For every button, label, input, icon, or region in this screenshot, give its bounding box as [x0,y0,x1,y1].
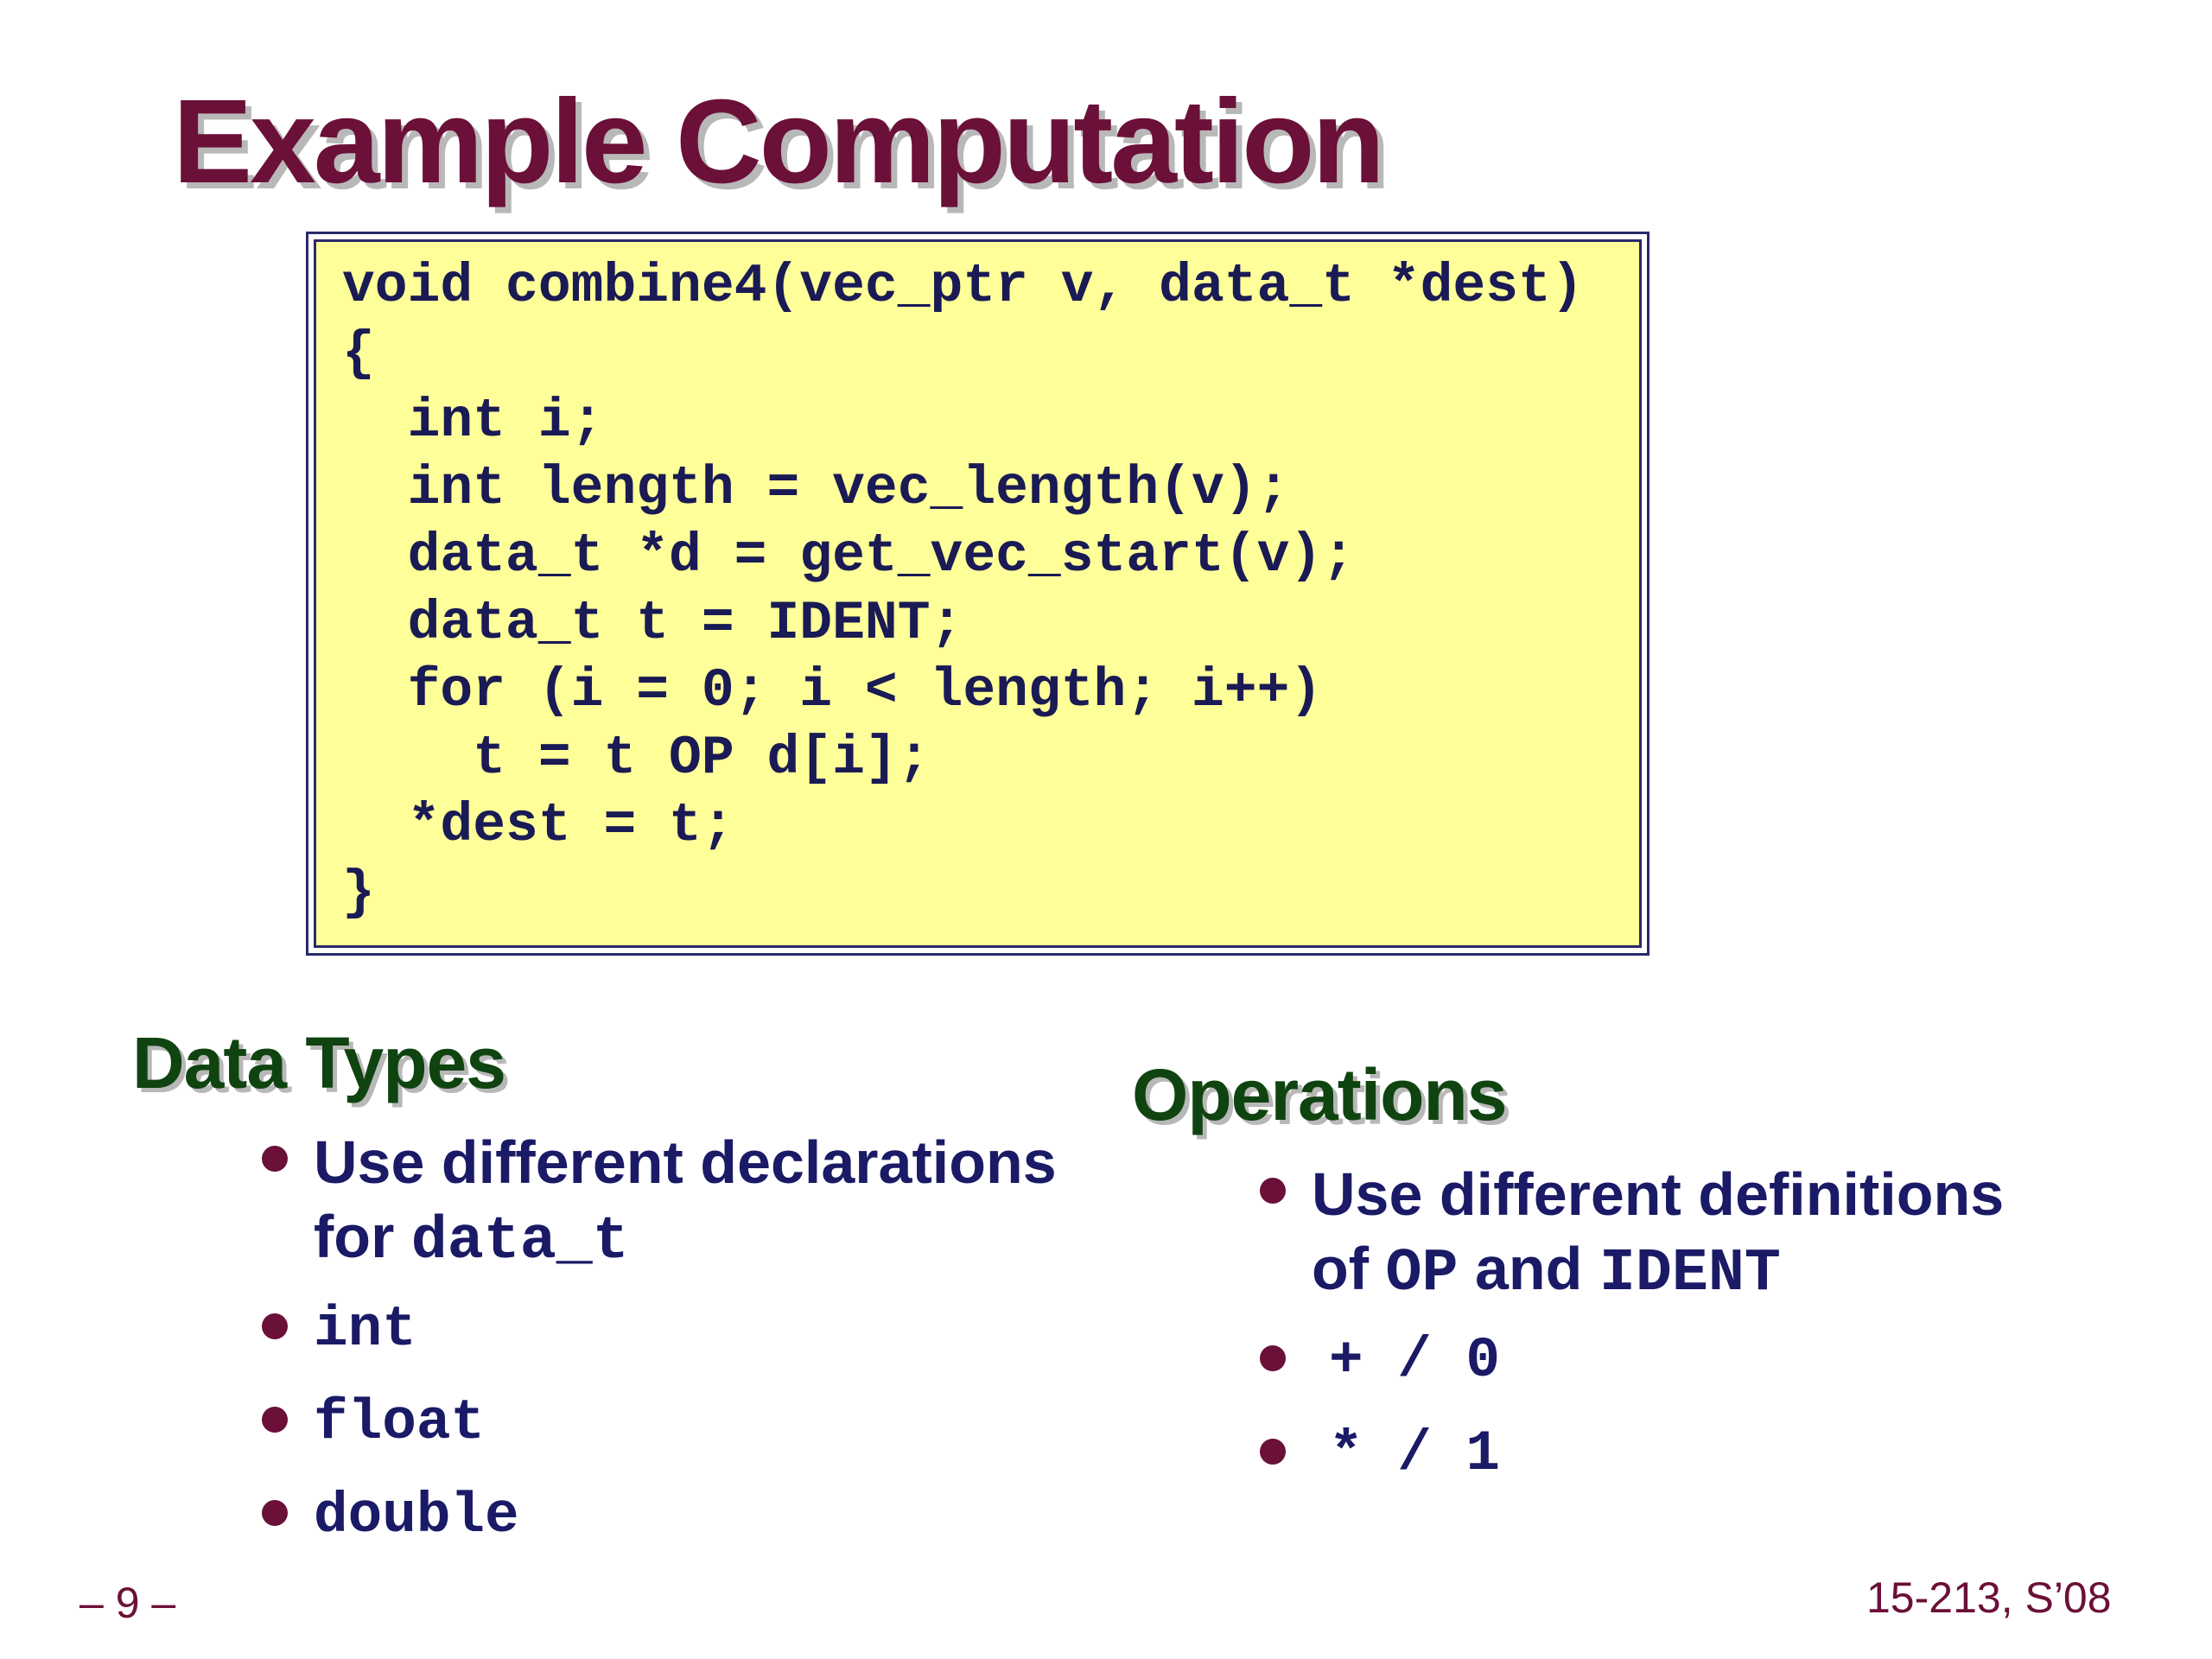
data-types-item-1-line-2: for data_t [314,1203,629,1276]
bullet-icon [262,1313,288,1339]
bullet-icon [262,1500,288,1526]
page-number: – 9 – [79,1579,176,1627]
data-types-item-float: float [314,1390,486,1455]
data-types-item-double: double [314,1484,519,1548]
code-block: void combine4(vec_ptr v, data_t *dest) {… [306,232,1649,956]
code-line: { [342,323,375,385]
operations-item-1: Use different definitions [1312,1160,2005,1228]
slide-title: Example Computation [173,75,1385,208]
bullet-icon [1260,1178,1286,1204]
code-line: int i; [342,391,604,452]
operations-heading: Operations [1132,1054,1507,1135]
bullet-icon [1260,1345,1286,1371]
data-types-heading: Data Types [132,1022,506,1103]
code-line: *dest = t; [342,795,734,856]
operations-item-add: + / 0 [1329,1328,1501,1393]
bullet-icon [262,1146,288,1172]
data-types-item-1: Use different declarations [314,1128,1057,1196]
code-line: t = t OP d[i]; [342,728,931,789]
operations-item-1-line-2: of OP and IDENT [1312,1235,1781,1308]
code-line: int length = vec_length(v); [342,458,1290,519]
data-types-item-int: int [314,1297,416,1362]
bullet-icon [262,1407,288,1433]
course-label: 15-213, S’08 [1866,1573,2112,1622]
code-line: for (i = 0; i < length; i++) [342,660,1323,721]
operations-item-mul: * / 1 [1329,1421,1501,1486]
bullet-icon [1260,1439,1286,1465]
code-line: } [342,862,375,924]
code-line: data_t t = IDENT; [342,593,963,654]
code-line: void combine4(vec_ptr v, data_t *dest) [342,256,1584,317]
code-line: data_t *d = get_vec_start(v); [342,525,1355,587]
